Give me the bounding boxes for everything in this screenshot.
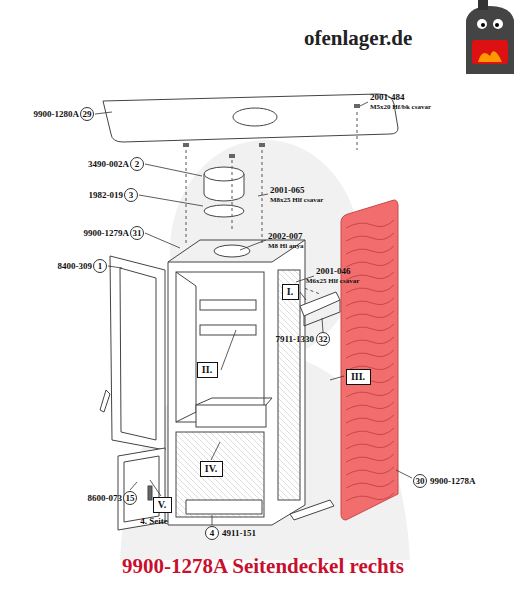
ash-pan	[186, 500, 262, 514]
cover-rib	[346, 246, 394, 254]
part-number: 2001-484	[370, 93, 405, 102]
part-number: 9900-1278A	[430, 477, 476, 486]
part-number: 2002-007	[268, 232, 303, 241]
door	[100, 256, 165, 450]
callout-number-text: 29	[83, 110, 92, 119]
section-marker: II.	[197, 362, 218, 378]
cover-rib	[346, 350, 394, 358]
part-number: 4911-151	[222, 529, 256, 538]
section-marker-text: IV.	[205, 464, 217, 474]
callout-number: 30	[413, 474, 427, 488]
screw-spec: M5x20 Hf/bk csavar	[370, 104, 431, 111]
logo-text: ofenlager.de	[304, 28, 412, 49]
callout-number-text: 1	[98, 262, 103, 271]
part-number: 3490-002A	[88, 160, 129, 169]
callout-number: 2	[130, 157, 144, 171]
logo-icon	[466, 0, 514, 74]
section-marker-text: V.	[158, 500, 166, 510]
part-number: 1982-019	[89, 191, 124, 200]
cover-rib	[346, 220, 394, 228]
callout-number: 3	[124, 188, 138, 202]
callout-number: 4	[205, 526, 219, 540]
callout-number-text: 15	[126, 494, 135, 503]
cover-rib	[346, 493, 394, 501]
top-plate	[103, 94, 398, 142]
part-number: 9900-1279A	[84, 229, 130, 238]
cover-rib	[346, 389, 394, 397]
section-marker: I.	[282, 284, 299, 300]
cover-rib	[346, 324, 394, 332]
cover-rib	[346, 285, 394, 293]
callout-number-text: 4	[210, 529, 215, 538]
section-marker: III.	[346, 369, 371, 385]
callout-number-text: 31	[133, 229, 142, 238]
callout-number-text: 32	[319, 335, 328, 344]
callout-number: 15	[123, 491, 137, 505]
section-marker: V.	[153, 497, 172, 513]
callout-number-text: 3	[129, 191, 134, 200]
section-marker-text: II.	[202, 365, 212, 375]
leader-lines	[95, 102, 412, 525]
section-marker-text: I.	[287, 287, 293, 297]
caption: 9900-1278A Seitendeckel rechts	[122, 556, 404, 577]
part-number: 8600-073	[88, 494, 123, 503]
cover-rib	[346, 415, 394, 423]
bracket-lower	[290, 500, 334, 520]
cover-rib	[346, 259, 394, 267]
part-number: 8400-309	[58, 262, 93, 271]
cover-rib	[346, 480, 394, 488]
bracket	[300, 292, 340, 326]
callout-number: 31	[130, 226, 144, 240]
cover-rib	[346, 441, 394, 449]
part-number: 9900-1280A	[34, 110, 80, 119]
screw-spec: M8x25 Hlf csavar	[270, 197, 323, 204]
callout-number: 1	[93, 259, 107, 273]
part-number: 2001-046	[316, 267, 351, 276]
cover-rib	[346, 311, 394, 319]
section-marker-text: III.	[351, 372, 365, 382]
cover-rib	[346, 337, 394, 345]
callout-number: 32	[316, 332, 330, 346]
side-cover	[341, 200, 398, 520]
cover-rib	[346, 454, 394, 462]
callout-number-text: 2	[135, 160, 140, 169]
screws	[183, 104, 360, 284]
cover-rib	[346, 428, 394, 436]
part-number: 2001-065	[270, 186, 305, 195]
cover-rib	[346, 298, 394, 306]
callout-number-text: 30	[416, 477, 425, 486]
cover-rib	[346, 233, 394, 241]
screw-spec: M6x25 Hlf csavar	[306, 278, 359, 285]
cover-rib	[346, 467, 394, 475]
cover-rib	[346, 402, 394, 410]
part-number: 7911-1330	[275, 335, 314, 344]
flue-ring	[204, 167, 244, 217]
screw-spec: M8 Hl anya	[268, 243, 303, 250]
stove-body	[168, 240, 305, 525]
side-note: 4. Seite	[140, 517, 168, 526]
callout-number: 29	[80, 107, 94, 121]
section-marker: IV.	[200, 461, 223, 477]
